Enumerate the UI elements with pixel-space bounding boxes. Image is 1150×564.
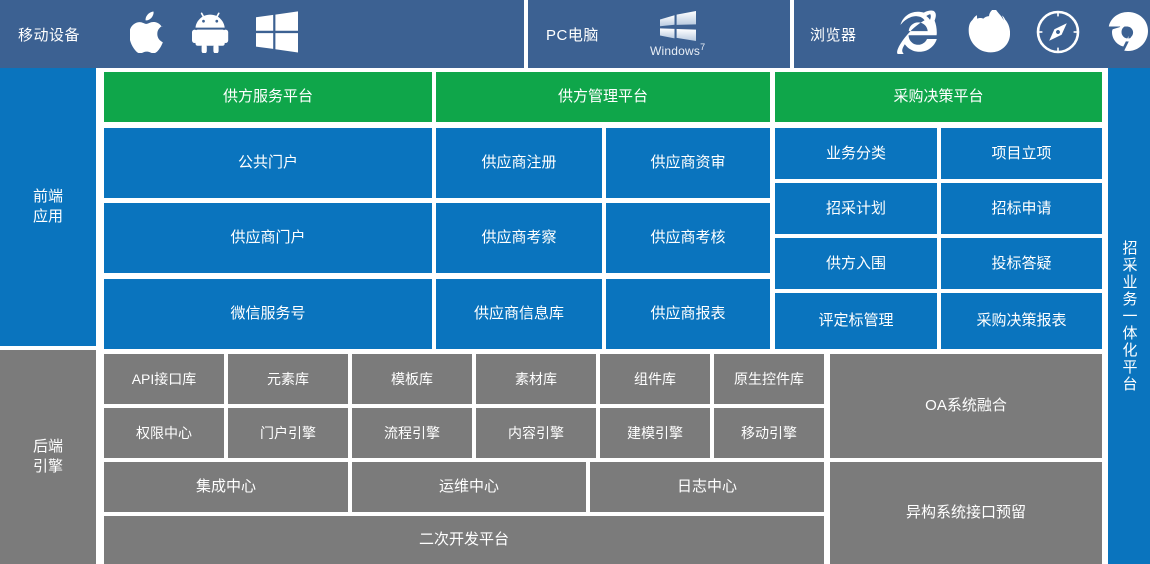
app-procurement-plan[interactable]: 招采计划 (775, 183, 937, 234)
engine-content-engine[interactable]: 内容引擎 (476, 408, 596, 458)
rail-frontend-line2: 应用 (32, 208, 63, 225)
platform-header-supplier-management[interactable]: 供方管理平台 (436, 72, 770, 122)
app-supplier-info-repository[interactable]: 供应商信息库 (436, 279, 602, 349)
pc-label: PC电脑 (546, 26, 599, 44)
rail-backend-line1: 后端 (32, 437, 63, 455)
engine-material-library[interactable]: 素材库 (476, 354, 596, 404)
engine-secondary-development-platform[interactable]: 二次开发平台 (104, 516, 824, 564)
engine-element-library[interactable]: 元素库 (228, 354, 348, 404)
rail-backend-line2: 引擎 (32, 458, 63, 475)
engine-log-center[interactable]: 日志中心 (590, 462, 824, 512)
app-supplier-assessment[interactable]: 供应商考核 (606, 203, 770, 273)
platform-header-procurement-decision[interactable]: 采购决策平台 (775, 72, 1102, 122)
app-project-initiation[interactable]: 项目立项 (941, 128, 1102, 179)
app-supplier-qualification-review[interactable]: 供应商资审 (606, 128, 770, 198)
app-supplier-shortlist[interactable]: 供方入围 (775, 238, 937, 289)
app-wechat-service-account[interactable]: 微信服务号 (104, 279, 432, 349)
engine-component-library[interactable]: 组件库 (600, 354, 710, 404)
app-business-classification[interactable]: 业务分类 (775, 128, 937, 179)
app-supplier-inspection[interactable]: 供应商考察 (436, 203, 602, 273)
platform-header-supplier-service[interactable]: 供方服务平台 (104, 72, 432, 122)
app-supplier-portal[interactable]: 供应商门户 (104, 203, 432, 273)
internet-explorer-icon (894, 10, 940, 59)
windows7-logo-icon: Windows7 (650, 10, 706, 58)
engine-oa-system-integration[interactable]: OA系统融合 (830, 354, 1102, 458)
engine-integration-center[interactable]: 集成中心 (104, 462, 348, 512)
platform-stage: 前端 应用 后端 引擎 招采业务一体化平台 供方服务平台 供方管理平台 采购决策… (0, 68, 1150, 564)
engine-native-control-library[interactable]: 原生控件库 (714, 354, 824, 404)
engine-modeling-engine[interactable]: 建模引擎 (600, 408, 710, 458)
topbar-segment-pc: PC电脑 Windows7 (528, 0, 790, 68)
browser-icon-row (894, 7, 1150, 59)
app-supplier-reports[interactable]: 供应商报表 (606, 279, 770, 349)
app-public-portal[interactable]: 公共门户 (104, 128, 432, 198)
chrome-icon (1106, 10, 1150, 59)
app-bid-evaluation-management[interactable]: 评定标管理 (775, 293, 937, 349)
engine-template-library[interactable]: 模板库 (352, 354, 472, 404)
apple-icon (129, 11, 166, 58)
rail-backend: 后端 引擎 (0, 350, 96, 564)
windows-phone-icon (256, 10, 298, 58)
engine-operations-center[interactable]: 运维中心 (352, 462, 586, 512)
app-bidding-application[interactable]: 招标申请 (941, 183, 1102, 234)
windows7-caption: Windows7 (650, 41, 706, 58)
topbar-segment-mobile: 移动设备 (0, 0, 524, 68)
topbar-segment-browser: 浏览器 (794, 0, 1150, 68)
app-supplier-registration[interactable]: 供应商注册 (436, 128, 602, 198)
engine-mobile-engine[interactable]: 移动引擎 (714, 408, 824, 458)
rail-frontend-line1: 前端 (32, 187, 63, 205)
rail-integrated-platform: 招采业务一体化平台 (1108, 68, 1150, 564)
engine-permission-center[interactable]: 权限中心 (104, 408, 224, 458)
browser-label: 浏览器 (810, 26, 857, 44)
engine-process-engine[interactable]: 流程引擎 (352, 408, 472, 458)
engine-api-library[interactable]: API接口库 (104, 354, 224, 404)
device-support-bar: 移动设备 (0, 0, 1150, 68)
app-bid-clarification[interactable]: 投标答疑 (941, 238, 1102, 289)
firefox-icon (966, 7, 1011, 59)
mobile-icon-row (129, 10, 298, 58)
mobile-label: 移动设备 (18, 26, 81, 44)
engine-portal-engine[interactable]: 门户引擎 (228, 408, 348, 458)
safari-icon (1036, 10, 1080, 59)
engine-heterogeneous-interface-reserve[interactable]: 异构系统接口预留 (830, 462, 1102, 564)
app-procurement-decision-reports[interactable]: 采购决策报表 (941, 293, 1102, 349)
rail-frontend: 前端 应用 (0, 68, 96, 346)
android-icon (192, 11, 230, 58)
